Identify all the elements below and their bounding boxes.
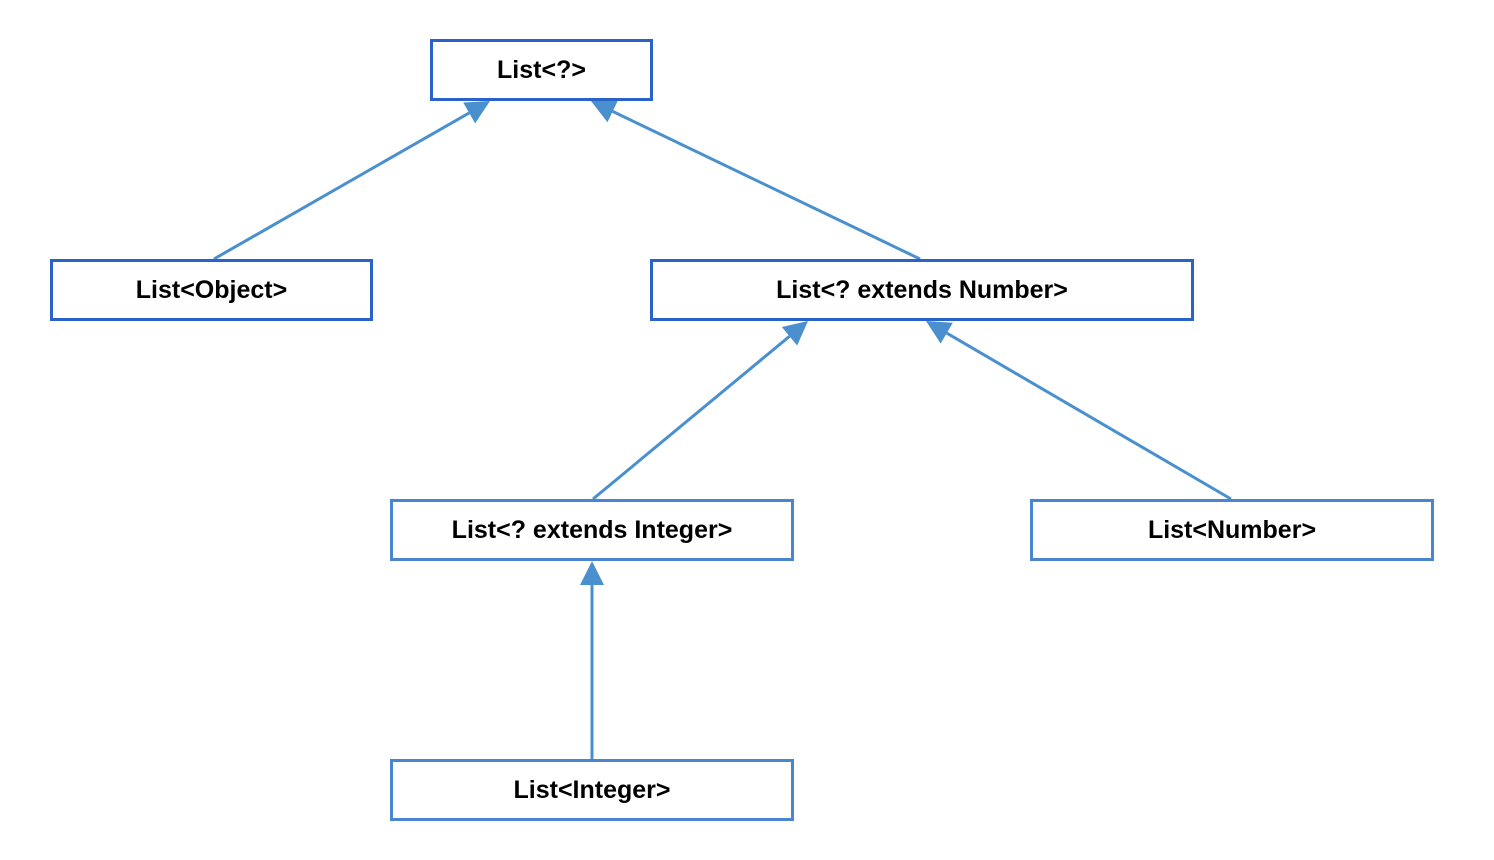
edge-list_extends_integer-to-list_extends_number <box>592 335 791 501</box>
node-label: List<? extends Integer> <box>451 515 733 544</box>
node-list-number: List<Number> <box>1030 499 1434 561</box>
node-list-extends-integer: List<? extends Integer> <box>390 499 794 561</box>
node-list-object: List<Object> <box>50 259 373 321</box>
arrowhead-list_extends_number-to-list_wildcard <box>591 100 618 123</box>
edge-list_extends_number-to-list_wildcard <box>611 110 921 261</box>
node-label: List<?> <box>497 55 586 84</box>
arrowhead-list_number-to-list_extends_number <box>926 321 953 344</box>
node-list-extends-number: List<? extends Number> <box>650 259 1194 321</box>
node-label: List<Number> <box>1147 515 1317 544</box>
arrowhead-list_extends_integer-to-list_extends_number <box>781 321 808 346</box>
node-label: List<? extends Number> <box>776 275 1068 304</box>
arrowhead-list_object-to-list_wildcard <box>463 101 490 124</box>
edges <box>213 100 1232 759</box>
edge-list_object-to-list_wildcard <box>213 111 470 261</box>
node-list-wildcard: List<?> <box>430 39 653 101</box>
node-list-integer: List<Integer> <box>390 759 794 821</box>
node-label: List<Integer> <box>513 775 671 804</box>
edge-list_number-to-list_extends_number <box>945 331 1232 501</box>
node-label: List<Object> <box>135 275 288 304</box>
arrowhead-list_integer-to-list_extends_integer <box>580 561 604 585</box>
